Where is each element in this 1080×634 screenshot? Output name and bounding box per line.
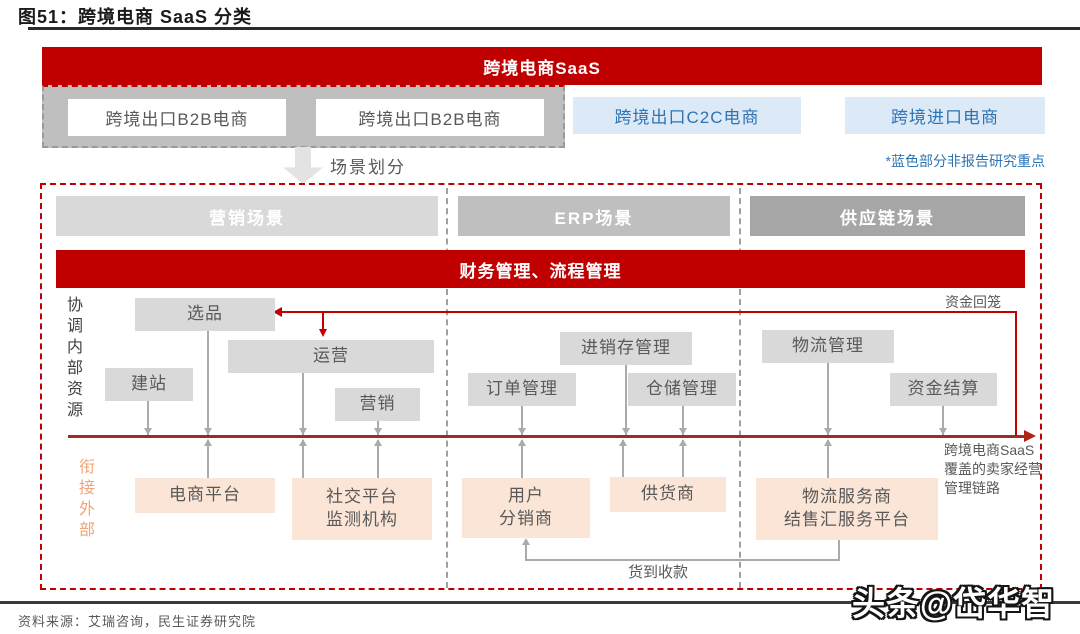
scene-split-label: 场景划分 bbox=[330, 158, 406, 177]
side-label-external: 衔接外部 bbox=[76, 458, 93, 542]
box-supplier: 供货商 bbox=[610, 477, 726, 512]
funds-return-line bbox=[1015, 311, 1017, 435]
scene-dashed-frame bbox=[40, 183, 1042, 590]
connector-line bbox=[622, 440, 624, 477]
source-note: 资料来源：艾瑞咨询，民生证券研究院 bbox=[18, 614, 257, 629]
watermark: 头条@岱华智君 bbox=[852, 585, 1056, 634]
arrowhead-down-icon bbox=[144, 428, 152, 435]
box-inventory-mgmt: 进销存管理 bbox=[560, 332, 692, 365]
arrowhead-left-icon bbox=[273, 307, 282, 317]
box-logistics-mgmt: 物流管理 bbox=[762, 330, 894, 363]
arrowhead-down-icon bbox=[299, 428, 307, 435]
seller-chain-line bbox=[68, 435, 1026, 438]
saas-banner: 跨境电商SaaS bbox=[42, 47, 1042, 85]
side-label-internal: 协调内部资源 bbox=[64, 296, 81, 422]
box-warehouse-mgmt: 仓储管理 bbox=[628, 373, 736, 406]
c2c-box: 跨境出口C2C电商 bbox=[573, 97, 801, 134]
arrowhead-up-icon bbox=[518, 439, 526, 446]
funds-return-line bbox=[322, 311, 324, 331]
arrowhead-up-icon bbox=[522, 538, 530, 545]
funds-return-line bbox=[281, 311, 1017, 313]
title-underline bbox=[28, 27, 1080, 30]
figure-title: 图51：跨境电商 SaaS 分类 bbox=[18, 7, 253, 27]
connector-line bbox=[207, 440, 209, 478]
box-product-selection: 选品 bbox=[135, 298, 275, 331]
cod-line bbox=[525, 543, 527, 560]
arrowhead-down-icon bbox=[374, 428, 382, 435]
connector-line bbox=[302, 373, 304, 435]
arrowhead-up-icon bbox=[374, 439, 382, 446]
connector-line bbox=[521, 440, 523, 478]
connector-line bbox=[302, 440, 304, 478]
box-marketing: 营销 bbox=[335, 388, 420, 421]
box-order-mgmt: 订单管理 bbox=[468, 373, 576, 406]
arrowhead-down-icon bbox=[518, 428, 526, 435]
arrowhead-down-icon bbox=[939, 428, 947, 435]
box-logistics-fx-service: 物流服务商 结售汇服务平台 bbox=[756, 478, 938, 540]
arrowhead-down-icon bbox=[679, 428, 687, 435]
arrowhead-down-icon bbox=[824, 428, 832, 435]
connector-line bbox=[682, 406, 684, 435]
column-separator-2 bbox=[739, 188, 741, 588]
connector-line bbox=[942, 406, 944, 435]
cod-line bbox=[838, 538, 840, 561]
footer-rule bbox=[0, 601, 1080, 604]
connector-line bbox=[625, 365, 627, 435]
box-operations: 运营 bbox=[228, 340, 434, 373]
saas-chain-label: 跨境电商SaaS覆盖的卖家经营管理链路 bbox=[944, 442, 1042, 496]
import-box: 跨境进口电商 bbox=[845, 97, 1045, 134]
cod-line bbox=[525, 559, 840, 561]
column-separator-1 bbox=[446, 188, 448, 588]
blue-note: *蓝色部分非报告研究重点 bbox=[885, 153, 1045, 169]
arrowhead-up-icon bbox=[299, 439, 307, 446]
scene-header-marketing: 营销场景 bbox=[56, 196, 438, 236]
b2b-box-2: 跨境出口B2B电商 bbox=[316, 99, 544, 136]
scene-header-erp: ERP场景 bbox=[458, 196, 730, 236]
box-social-platform: 社交平台 监测机构 bbox=[292, 478, 432, 540]
arrowhead-down-icon bbox=[204, 428, 212, 435]
arrowhead-right-icon bbox=[1024, 430, 1036, 442]
b2b-group-container: 跨境出口B2B电商 跨境出口B2B电商 bbox=[42, 85, 565, 148]
box-funds-settlement: 资金结算 bbox=[890, 373, 997, 406]
connector-line bbox=[377, 440, 379, 478]
arrowhead-up-icon bbox=[619, 439, 627, 446]
connector-line bbox=[827, 440, 829, 478]
box-ecommerce-platform: 电商平台 bbox=[135, 478, 275, 513]
scene-header-supplychain: 供应链场景 bbox=[750, 196, 1025, 236]
box-user-distributor: 用户 分销商 bbox=[462, 478, 590, 538]
connector-line bbox=[207, 331, 209, 435]
connector-line bbox=[147, 401, 149, 435]
arrowhead-up-icon bbox=[204, 439, 212, 446]
box-site-building: 建站 bbox=[105, 368, 193, 401]
cod-label: 货到收款 bbox=[628, 564, 689, 581]
scene-split-arrow-icon bbox=[283, 147, 323, 184]
arrowhead-up-icon bbox=[679, 439, 687, 446]
finance-banner: 财务管理、流程管理 bbox=[56, 250, 1025, 288]
b2b-box-1: 跨境出口B2B电商 bbox=[68, 99, 286, 136]
arrowhead-down-icon bbox=[319, 329, 327, 337]
arrowhead-up-icon bbox=[824, 439, 832, 446]
funds-return-label: 资金回笼 bbox=[945, 294, 1001, 310]
connector-line bbox=[521, 406, 523, 435]
arrowhead-down-icon bbox=[622, 428, 630, 435]
connector-line bbox=[827, 363, 829, 435]
connector-line bbox=[682, 440, 684, 477]
